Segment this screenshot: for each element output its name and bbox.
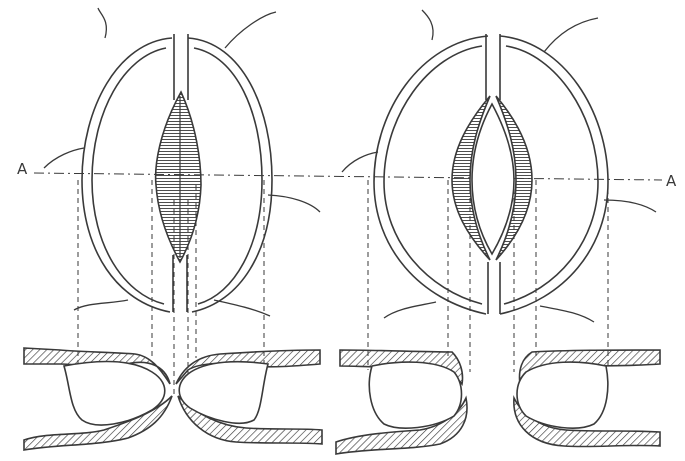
epidermal-wall <box>544 18 598 52</box>
stoma-closed <box>44 8 320 316</box>
epidermal-wall <box>74 300 128 310</box>
cell-wall-top-open <box>486 34 500 100</box>
section-line-a-a <box>34 173 662 180</box>
cross-section-closed <box>24 348 322 450</box>
epidermal-wall <box>604 200 656 212</box>
guard-cell-section-right-open <box>517 362 608 428</box>
stoma-open <box>342 10 656 322</box>
guard-cell-left-open <box>374 36 488 314</box>
epidermal-wall <box>342 152 378 172</box>
epidermal-wall <box>98 8 106 38</box>
section-label-left: A <box>17 160 27 178</box>
section-label-right: A <box>666 172 676 190</box>
epidermal-wall <box>214 300 270 316</box>
epidermal-wall <box>225 12 276 48</box>
cell-wall-bottom-open <box>488 262 500 314</box>
epidermal-wall <box>540 306 594 322</box>
guard-cell-section-left-open <box>369 362 461 428</box>
cell-wall-top-closed <box>174 34 188 100</box>
epidermal-wall <box>422 10 433 40</box>
cross-section-open <box>336 350 660 454</box>
epidermal-wall <box>44 148 84 168</box>
epidermal-wall <box>384 302 436 318</box>
closed-pore <box>156 92 201 262</box>
epidermal-wall <box>268 195 320 212</box>
